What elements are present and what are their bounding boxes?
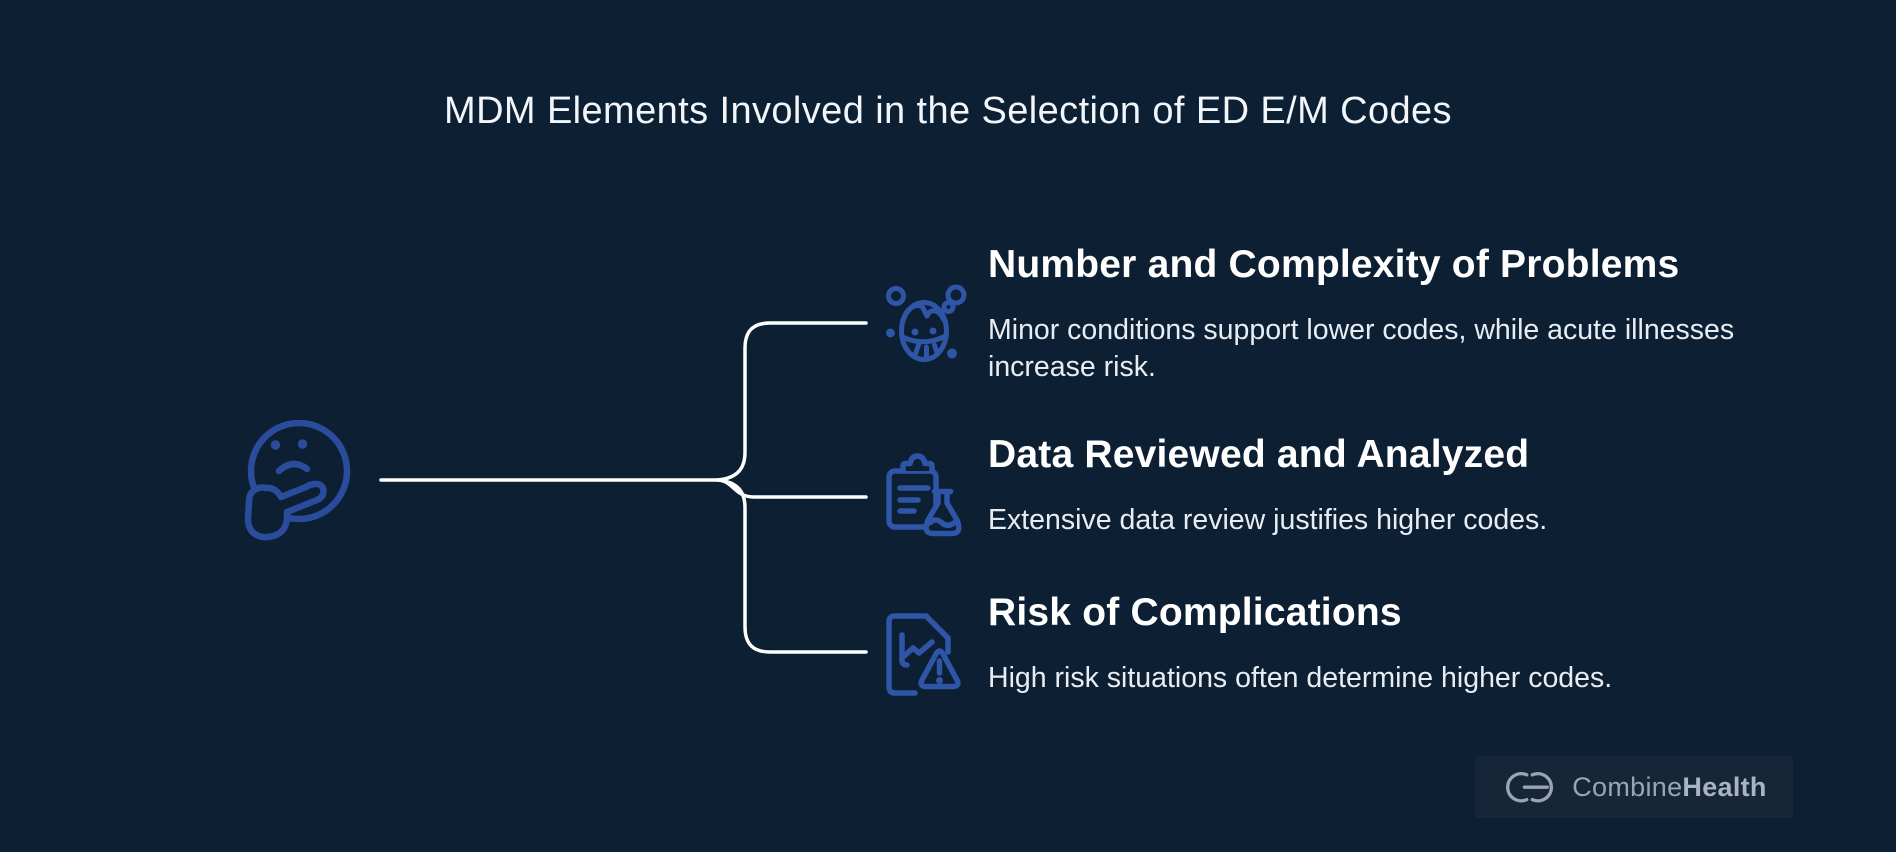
branch-item-problems: Number and Complexity of Problems Minor … bbox=[988, 240, 1778, 386]
sick-person-icon bbox=[886, 284, 967, 362]
branch-heading: Risk of Complications bbox=[988, 591, 1402, 634]
clipboard-lab-flask-icon bbox=[886, 453, 962, 537]
branch-description: Minor conditions support lower codes, wh… bbox=[988, 314, 1735, 383]
document-risk-warning-icon bbox=[886, 613, 961, 696]
brand-name-bold: Health bbox=[1682, 771, 1767, 802]
combinehealth-monogram-icon bbox=[1506, 771, 1554, 803]
brand-logo: CombineHealth bbox=[1475, 756, 1793, 818]
thinking-face-icon bbox=[244, 420, 351, 541]
branch-item-data: Data Reviewed and Analyzed Extensive dat… bbox=[988, 430, 1547, 539]
brand-logo-text: CombineHealth bbox=[1572, 772, 1766, 803]
page-title: MDM Elements Involved in the Selection o… bbox=[444, 90, 1452, 132]
branch-description: Extensive data review justifies higher c… bbox=[988, 504, 1548, 536]
branch-description: High risk situations often determine hig… bbox=[988, 662, 1613, 694]
branch-heading: Data Reviewed and Analyzed bbox=[988, 433, 1530, 476]
branch-item-risk: Risk of Complications High risk situatio… bbox=[988, 588, 1612, 697]
brand-name-regular: Combine bbox=[1572, 771, 1683, 802]
branch-heading: Number and Complexity of Problems bbox=[988, 243, 1680, 286]
